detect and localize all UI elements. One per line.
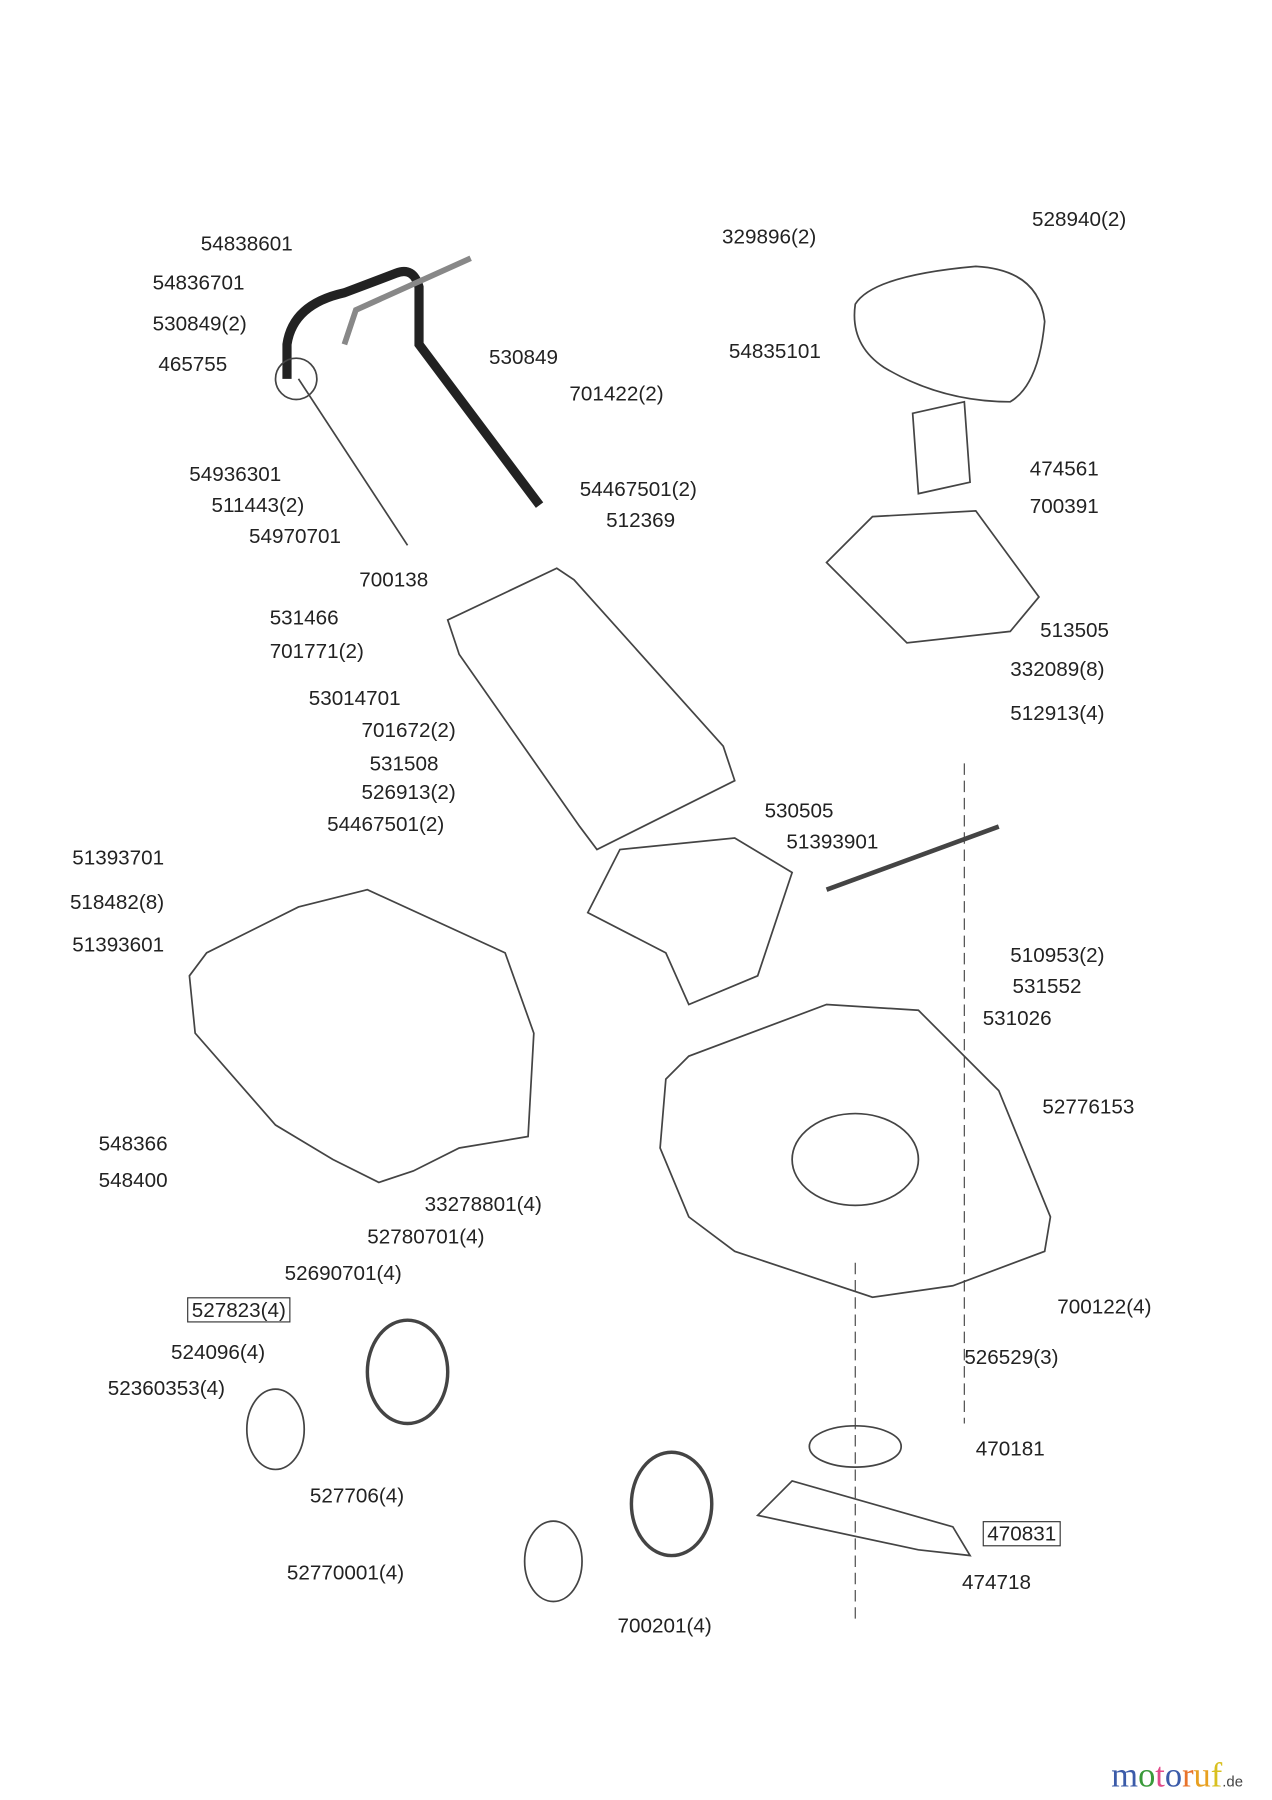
handle-left-bar <box>297 378 409 546</box>
part-number-label: 548400 <box>98 1168 168 1192</box>
part-number-label: 54835101 <box>728 339 821 363</box>
logo-letter: u <box>1193 1756 1211 1795</box>
part-number-label: 52360353(4) <box>107 1376 226 1400</box>
part-number-label: 700122(4) <box>1057 1294 1152 1318</box>
axle <box>825 824 1000 892</box>
logo-letter: t <box>1155 1756 1165 1795</box>
part-number-label: 470181 <box>975 1437 1045 1461</box>
part-number-label: 700391 <box>1029 494 1099 518</box>
part-number-label: 524096(4) <box>170 1340 266 1364</box>
wheel-right <box>629 1450 714 1558</box>
handle-crossbar <box>341 255 472 346</box>
part-number-label: 530849 <box>489 345 559 369</box>
part-number-label: 51393901 <box>786 830 879 853</box>
part-number-label: 530505 <box>764 799 834 822</box>
centerline <box>854 763 965 1619</box>
part-number-label: 54467501(2) <box>579 477 697 501</box>
part-number-label: 54970701 <box>249 524 341 548</box>
part-number-label: 526529(3) <box>964 1345 1059 1369</box>
part-number-label: 474561 <box>1029 456 1099 480</box>
part-number-label: 530849(2) <box>152 312 247 336</box>
part-number-label: 531026 <box>982 1006 1052 1030</box>
part-number-label: 701672(2) <box>361 718 456 742</box>
part-number-label: 527823(4) <box>187 1297 291 1323</box>
part-number-label: 52690701(4) <box>284 1261 402 1285</box>
part-number-label: 465755 <box>158 352 228 376</box>
part-number-label: 329896(2) <box>722 225 817 248</box>
logo-letter: f <box>1210 1756 1223 1795</box>
blade <box>755 1479 972 1557</box>
part-number-label: 51393601 <box>72 933 165 957</box>
deck-opening <box>791 1112 920 1207</box>
handle-upper <box>282 266 544 508</box>
part-number-label: 53014701 <box>308 686 401 710</box>
handle-lower <box>446 567 736 851</box>
grass-box <box>188 888 535 1184</box>
motor-cover <box>853 265 1046 403</box>
part-number-label: 474718 <box>962 1570 1031 1594</box>
part-number-label: 512913(4) <box>1010 701 1105 725</box>
part-number-label: 701422(2) <box>569 382 664 406</box>
part-number-label: 513505 <box>1040 618 1110 642</box>
part-number-label: 701771(2) <box>269 639 364 663</box>
motor <box>911 400 971 495</box>
part-number-label: 511443(2) <box>211 493 305 517</box>
part-number-label: 531552 <box>1012 974 1082 998</box>
part-number-label: 527706(4) <box>309 1484 405 1508</box>
part-number-label: 54836701 <box>152 270 245 294</box>
part-number-label: 54467501(2) <box>327 812 445 836</box>
part-number-label: 531466 <box>269 606 339 630</box>
part-number-label: 51393701 <box>72 846 165 870</box>
part-number-label: 54838601 <box>200 231 293 255</box>
logo-letter: o <box>1164 1756 1183 1795</box>
deck <box>659 1003 1052 1299</box>
rear-flap <box>586 837 794 1006</box>
part-number-label: 700201(4) <box>617 1614 712 1638</box>
part-number-label: 332089(8) <box>1010 657 1105 681</box>
part-number-label: 470831 <box>982 1521 1061 1547</box>
logo-letter: o <box>1138 1756 1156 1795</box>
part-number-label: 33278801(4) <box>424 1192 542 1216</box>
part-number-label: 548366 <box>98 1131 168 1155</box>
part-number-label: 528940(2) <box>1032 207 1127 231</box>
motor-housing <box>825 509 1041 644</box>
part-number-label: 512369 <box>606 508 676 532</box>
part-number-label: 700138 <box>359 568 429 592</box>
logo-suffix: .de <box>1222 1772 1244 1790</box>
motoruf-logo: motoruf.de <box>1111 1756 1243 1795</box>
logo-letter: m <box>1111 1756 1139 1795</box>
hub-cap-right <box>523 1520 583 1603</box>
part-number-label: 52770001(4) <box>286 1561 405 1585</box>
part-number-label: 52776153 <box>1042 1095 1135 1119</box>
part-number-label: 54936301 <box>189 462 282 486</box>
wheel-left <box>365 1318 450 1426</box>
part-number-label: 526913(2) <box>361 780 456 804</box>
part-number-label: 52780701(4) <box>367 1224 485 1248</box>
cable-reel <box>274 357 318 401</box>
part-number-label: 531508 <box>369 751 439 775</box>
part-number-label: 518482(8) <box>69 890 165 914</box>
hub-cap-left <box>245 1388 306 1471</box>
part-number-label: 510953(2) <box>1010 943 1105 967</box>
logo-letter: r <box>1182 1756 1194 1795</box>
